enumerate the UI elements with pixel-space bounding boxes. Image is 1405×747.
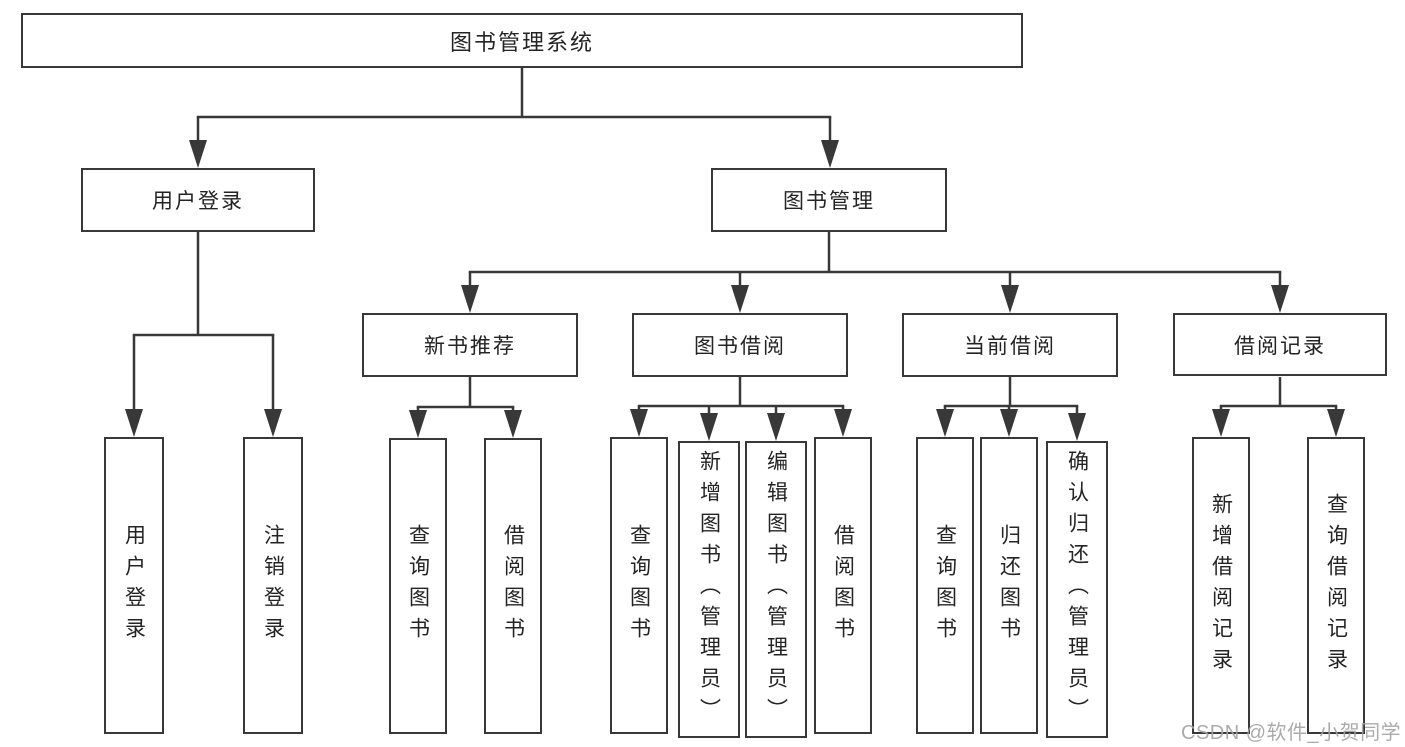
csdn-watermark: CSDN @软件_小贺同学	[1181, 722, 1402, 744]
leaf-current-confirm-label: 确认归还（管理员）	[1065, 450, 1089, 729]
leaf-logout: 注销登录	[243, 437, 303, 734]
leaf-current-query-label: 查询图书	[933, 523, 957, 648]
leaf-newbook-query: 查询图书	[389, 438, 447, 734]
node-user-login: 用户登录	[81, 168, 315, 232]
node-new-book-recommend-label: 新书推荐	[424, 335, 516, 358]
node-borrow-records-label: 借阅记录	[1234, 334, 1326, 358]
leaf-current-return: 归还图书	[980, 437, 1038, 734]
node-book-management: 图书管理	[711, 168, 947, 232]
node-user-login-label: 用户登录	[152, 190, 244, 213]
leaf-borrow-add-label: 新增图书（管理员）	[697, 450, 721, 729]
leaf-newbook-borrow: 借阅图书	[484, 438, 542, 734]
leaf-record-query-label: 查询借阅记录	[1324, 492, 1348, 679]
node-book-borrowing-label: 图书借阅	[694, 335, 786, 358]
leaf-user-login-label: 用户登录	[122, 523, 146, 648]
node-borrow-records: 借阅记录	[1173, 313, 1387, 376]
leaf-borrow-add: 新增图书（管理员）	[678, 441, 740, 738]
node-new-book-recommend: 新书推荐	[362, 313, 578, 377]
leaf-record-add-label: 新增借阅记录	[1209, 492, 1233, 679]
leaf-borrow-query: 查询图书	[610, 437, 668, 734]
node-book-borrowing: 图书借阅	[632, 313, 848, 377]
leaf-borrow-edit-label: 编辑图书（管理员）	[764, 450, 788, 729]
leaf-borrow-borrow: 借阅图书	[814, 437, 872, 734]
leaf-record-query: 查询借阅记录	[1307, 437, 1365, 734]
leaf-current-query: 查询图书	[916, 437, 974, 734]
leaf-record-add: 新增借阅记录	[1192, 437, 1250, 734]
leaf-current-confirm: 确认归还（管理员）	[1046, 441, 1108, 738]
node-root: 图书管理系统	[21, 13, 1023, 68]
node-current-borrowing: 当前借阅	[902, 313, 1118, 377]
leaf-current-return-label: 归还图书	[997, 523, 1021, 648]
leaf-borrow-edit: 编辑图书（管理员）	[745, 441, 807, 738]
leaf-logout-label: 注销登录	[261, 523, 285, 648]
leaf-user-login: 用户登录	[104, 437, 164, 734]
node-book-management-label: 图书管理	[783, 190, 875, 213]
leaf-newbook-borrow-label: 借阅图书	[501, 524, 525, 648]
node-root-label: 图书管理系统	[449, 29, 594, 55]
leaf-borrow-borrow-label: 借阅图书	[831, 523, 855, 648]
leaf-borrow-query-label: 查询图书	[627, 523, 651, 648]
node-current-borrowing-label: 当前借阅	[964, 335, 1056, 358]
leaf-newbook-query-label: 查询图书	[406, 524, 430, 648]
